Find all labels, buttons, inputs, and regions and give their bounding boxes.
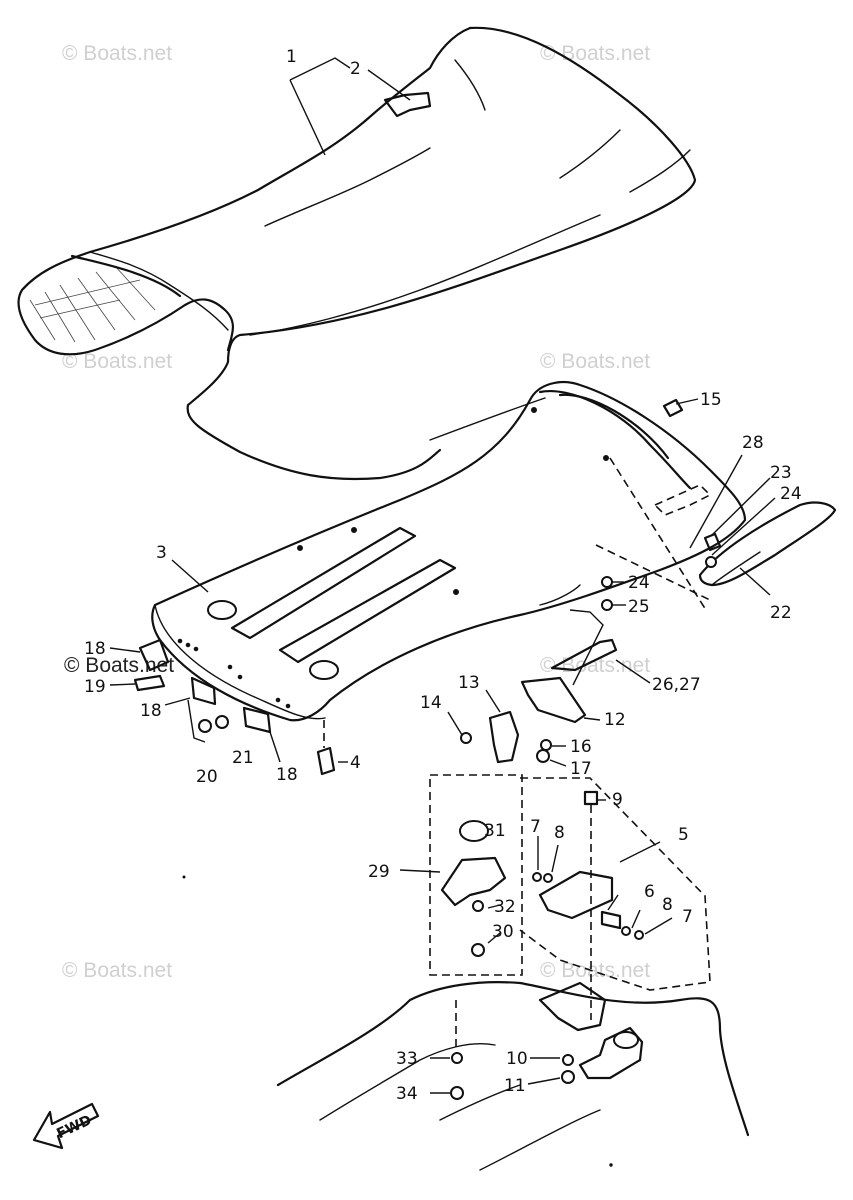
catch-knob [613,1031,639,1049]
callout-21: 21 [232,748,254,768]
bolt-9-part [583,790,599,806]
washer-24b-part [601,576,613,588]
seat-cover-part [17,26,697,481]
callout-24b: 24 [628,573,650,593]
callout-14: 14 [420,693,442,713]
cap-31-part [459,820,489,842]
hull-bracket-part [538,981,607,1032]
bolt-4-part [316,746,336,776]
latch-5-part [538,870,614,920]
callout-31: 31 [484,821,506,841]
catch-part [578,1026,644,1080]
watermark-side-left: © Boats.net [64,654,174,677]
callout-18c: 18 [276,765,298,785]
nut-7b-part [634,930,644,940]
callout-9: 9 [612,790,623,810]
callout-24a: 24 [780,484,802,504]
bracket-12-part [520,676,587,724]
callout-23: 23 [770,463,792,483]
callout-26-27: 26,27 [652,675,701,695]
callout-12: 12 [604,710,626,730]
callout-28: 28 [742,433,764,453]
bolt-15-part [662,398,684,418]
watermark-bottom-right: © Boats.net [540,959,650,982]
callout-8a: 8 [554,823,565,843]
callout-1: 1 [286,47,297,67]
washer-8a-part [543,873,553,883]
callout-4: 4 [350,753,361,773]
callout-17: 17 [570,759,592,779]
nut-21-part [215,715,229,729]
watermark-top-left: © Boats.net [62,42,172,65]
callout-10: 10 [506,1049,528,1069]
nut-7a-part [532,872,542,882]
bolt-23-part [703,532,722,552]
fwd-label: FWD [54,1112,94,1142]
grommet [207,600,237,620]
bracket-29-part [440,856,507,907]
washer-33-part [451,1052,463,1064]
callout-20: 20 [196,767,218,787]
callout-32: 32 [494,897,516,917]
callout-11: 11 [504,1076,526,1096]
callout-16: 16 [570,737,592,757]
callout-7a: 7 [530,817,541,837]
washer-10-part [562,1054,574,1066]
callout-6: 6 [644,882,655,902]
callout-25: 25 [628,597,650,617]
grommet [309,660,339,680]
callout-8b: 8 [662,895,673,915]
pin-6-part [600,910,622,930]
washer-16-part [540,739,552,751]
callout-29: 29 [368,862,390,882]
callout-34: 34 [396,1084,418,1104]
washer-32-part [472,900,484,912]
nut-11-part [561,1070,575,1084]
watermark-bottom-left: © Boats.net [62,959,172,982]
callout-7b: 7 [682,907,693,927]
washer-8b-part [621,926,631,936]
nut-17-part [536,749,550,763]
bracket-18b-part [190,676,217,706]
callout-15: 15 [700,390,722,410]
bolt-30-part [471,943,485,957]
callout-33: 33 [396,1049,418,1069]
watermark-mid-left: © Boats.net [62,350,172,373]
callout-19: 19 [84,677,106,697]
callout-3: 3 [156,543,167,563]
callout-18b: 18 [140,701,162,721]
bracket-18a-part [138,638,170,672]
callout-5: 5 [678,825,689,845]
washer-24-part [705,556,717,568]
callout-13: 13 [458,673,480,693]
nut-14-part [460,732,472,744]
hull-part [276,981,750,1137]
callout-22: 22 [770,603,792,623]
washer-20-part [198,719,212,733]
nut-25-part [601,599,613,611]
watermark-mid-right: © Boats.net [540,350,650,373]
callout-30: 30 [492,922,514,942]
fwd-arrow: FWD [32,1102,100,1150]
seat-base-part [151,381,747,722]
bracket-19-part [133,674,166,692]
nut-34-part [450,1086,464,1100]
callout-18a: 18 [84,639,106,659]
hook-13-part [488,710,520,764]
callout-2: 2 [350,59,361,79]
